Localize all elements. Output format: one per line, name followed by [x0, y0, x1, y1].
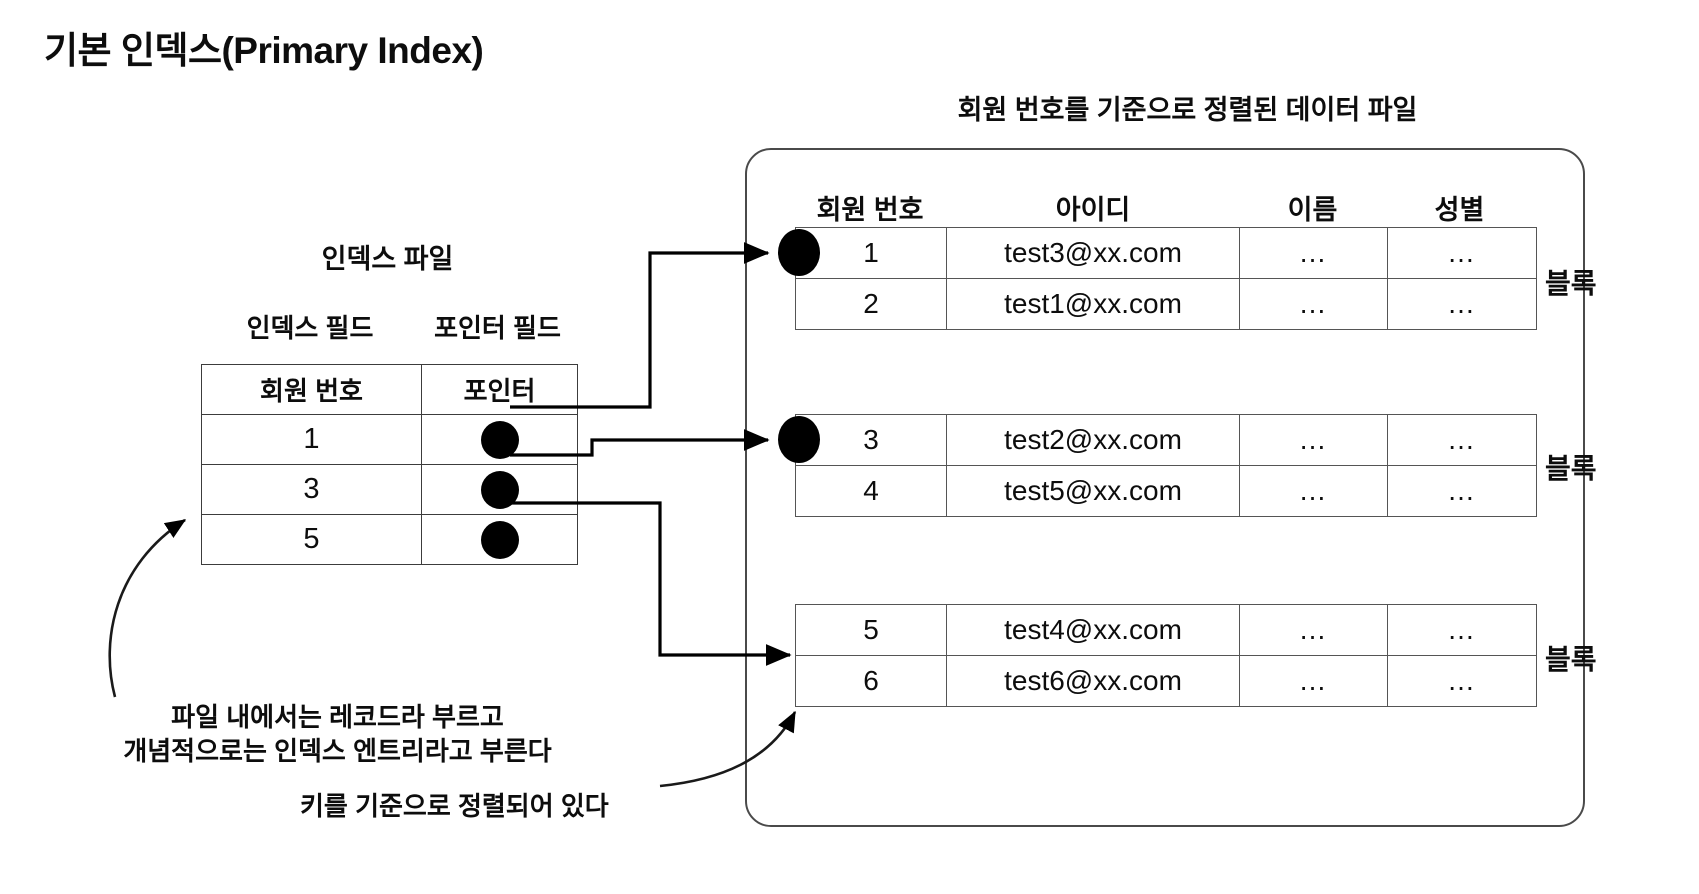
cell-id: test1@xx.com: [946, 278, 1240, 330]
cell-id: test5@xx.com: [946, 465, 1240, 517]
pointer-field-label: 포인터 필드: [434, 313, 561, 343]
data-file-title: 회원 번호를 기준으로 정렬된 데이터 파일: [957, 95, 1418, 125]
index-header-key: 회원 번호: [201, 364, 422, 415]
cell-num: 3: [795, 414, 947, 466]
cell-num: 4: [795, 465, 947, 517]
cell-gender: …: [1387, 655, 1537, 707]
page-title: 기본 인덱스(Primary Index): [44, 30, 484, 71]
record-note-line-2: 개념적으로는 인덱스 엔트리라고 부른다: [123, 736, 552, 767]
index-field-label: 인덱스 필드: [246, 313, 374, 343]
pointer-dot-icon: [480, 520, 519, 559]
cell-num: 5: [795, 604, 947, 656]
table-row: 5 test4@xx.com … …: [795, 604, 1537, 656]
data-block-2: 3 test2@xx.com … … 4 test5@xx.com … …: [795, 414, 1537, 517]
table-row: 4 test5@xx.com … …: [795, 465, 1537, 517]
data-block-3: 5 test4@xx.com … … 6 test6@xx.com … …: [795, 604, 1537, 707]
data-header-name: 이름: [1287, 195, 1338, 225]
cell-id: test4@xx.com: [946, 604, 1240, 656]
data-header-member-no: 회원 번호: [816, 195, 924, 225]
index-row: 5: [201, 514, 578, 565]
cell-id: test6@xx.com: [946, 655, 1240, 707]
record-note-line-1: 파일 내에서는 레코드라 부르고: [171, 702, 504, 732]
data-block-1: 1 test3@xx.com … … 2 test1@xx.com … …: [795, 227, 1537, 330]
cell-name: …: [1239, 465, 1388, 517]
record-note: 파일 내에서는 레코드라 부르고 개념적으로는 인덱스 엔트리라고 부른다: [65, 700, 610, 769]
cell-id: test3@xx.com: [946, 227, 1240, 279]
table-row: 2 test1@xx.com … …: [795, 278, 1537, 330]
index-key-1: 1: [201, 414, 422, 465]
cell-name: …: [1239, 414, 1388, 466]
index-row: 3: [201, 464, 578, 515]
index-file-title: 인덱스 파일: [321, 244, 454, 274]
cell-gender: …: [1387, 604, 1537, 656]
cell-gender: …: [1387, 227, 1537, 279]
index-pointer-cell-5: [421, 514, 578, 565]
sorted-note: 키를 기준으로 정렬되어 있다: [300, 791, 609, 821]
index-header-pointer: 포인터: [421, 364, 578, 415]
cell-gender: …: [1387, 414, 1537, 466]
index-header-row: 회원 번호 포인터: [201, 364, 578, 415]
index-key-5: 5: [201, 514, 422, 565]
block-label-2: 블록: [1545, 453, 1597, 484]
block-label-1: 블록: [1545, 268, 1597, 299]
data-file-container: [745, 148, 1585, 827]
pointer-dot-icon: [480, 420, 519, 459]
cell-id: test2@xx.com: [946, 414, 1240, 466]
data-header-id: 아이디: [1055, 195, 1131, 225]
index-file-table: 회원 번호 포인터 1 3 5: [201, 364, 578, 565]
cell-num: 2: [795, 278, 947, 330]
index-row: 1: [201, 414, 578, 465]
pointer-dot-icon: [480, 470, 519, 509]
index-key-3: 3: [201, 464, 422, 515]
record-note-arrow: [108, 518, 187, 698]
data-header-gender: 성별: [1434, 195, 1485, 225]
block-anchor-dot-icon-2: [778, 416, 820, 463]
cell-num: 6: [795, 655, 947, 707]
table-row: 6 test6@xx.com … …: [795, 655, 1537, 707]
cell-name: …: [1239, 655, 1388, 707]
block-anchor-dot-icon-1: [778, 229, 820, 276]
table-row: 3 test2@xx.com … …: [795, 414, 1537, 466]
table-row: 1 test3@xx.com … …: [795, 227, 1537, 279]
index-pointer-cell-1: [421, 414, 578, 465]
cell-gender: …: [1387, 278, 1537, 330]
cell-name: …: [1239, 604, 1388, 656]
cell-name: …: [1239, 227, 1388, 279]
cell-gender: …: [1387, 465, 1537, 517]
block-label-3: 블록: [1545, 644, 1597, 675]
index-pointer-cell-3: [421, 464, 578, 515]
cell-name: …: [1239, 278, 1388, 330]
